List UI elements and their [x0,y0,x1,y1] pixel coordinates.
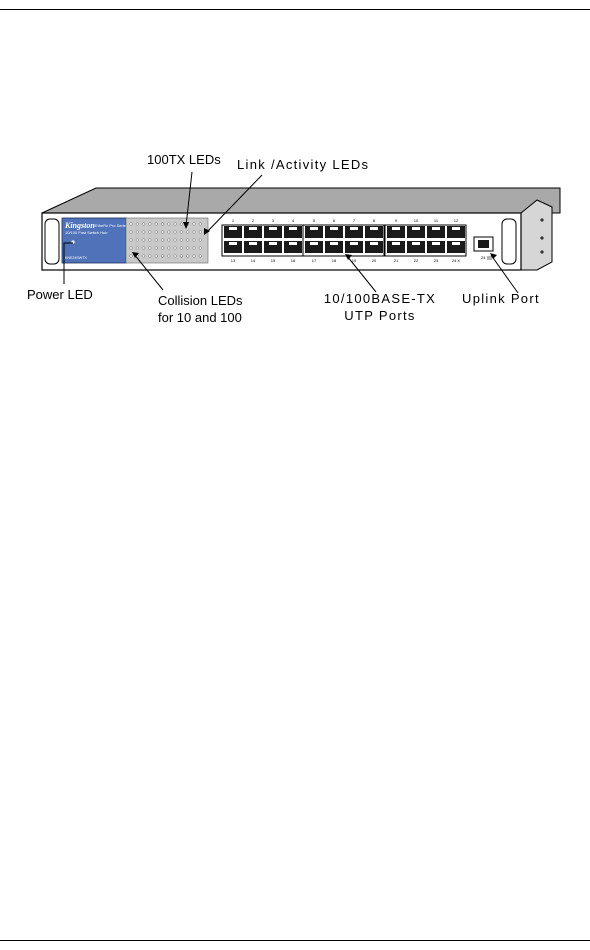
status-led [186,247,189,250]
status-led [174,231,177,234]
status-led [180,223,183,226]
status-led [155,247,158,250]
label-uplink-port: Uplink Port [462,291,540,307]
status-led [130,223,133,226]
status-led [136,247,139,250]
label-utp-ports-line1: 10/100BASE-TX [305,291,455,307]
port-number-bottom: 21 [394,258,399,263]
label-collision-leds-line2: for 10 and 100 [158,310,242,326]
port-number-bottom: 16 [291,258,296,263]
status-led [136,239,139,242]
chassis-top [42,188,560,213]
status-led [142,223,145,226]
model-number: KNE24SWTX [65,256,87,260]
port-number-bottom: 17 [312,258,317,263]
status-led [199,239,202,242]
status-led [193,247,196,250]
status-led [193,239,196,242]
label-link-activity-leds: Link /Activity LEDs [237,157,369,173]
status-led [149,231,152,234]
status-led [161,239,164,242]
status-led [155,231,158,234]
status-led [149,223,152,226]
port-number-bottom: 24 X [452,258,461,263]
status-led [174,247,177,250]
status-led [168,239,171,242]
status-led [193,255,196,258]
status-led [142,247,145,250]
port-number-bottom: 15 [271,258,276,263]
port-number-bottom: 20 [372,258,377,263]
status-led [161,223,164,226]
status-led [130,239,133,242]
port-number-bottom: 13 [231,258,236,263]
status-led [130,231,133,234]
status-led [155,223,158,226]
port-number-bottom: 18 [332,258,337,263]
status-led [136,231,139,234]
label-collision-leds-line1: Collision LEDs [158,293,243,309]
status-led [130,255,133,258]
status-led [130,247,133,250]
status-led [180,231,183,234]
status-led [155,255,158,258]
status-led [186,255,189,258]
status-led [149,239,152,242]
status-led [168,223,171,226]
status-led [174,255,177,258]
port-array: 113214315416517618719820921102211231224 … [222,218,466,263]
status-led [168,247,171,250]
status-led [174,239,177,242]
status-led [149,247,152,250]
label-power-led: Power LED [27,287,93,303]
label-utp-ports-line2: UTP Ports [305,308,455,324]
status-led [199,255,202,258]
port-number-bottom: 23 [434,258,439,263]
product-line: EtheRx Pro Series [95,223,128,228]
status-led [199,247,202,250]
status-led [180,247,183,250]
status-led [186,231,189,234]
status-led [180,239,183,242]
status-led [186,239,189,242]
brand-logo: Kingston [64,221,95,230]
status-led [161,231,164,234]
status-led [199,231,202,234]
status-led [161,247,164,250]
status-led [136,223,139,226]
right-rack-handle [502,219,516,264]
status-led [174,223,177,226]
model-caption: 10/100 Fast Switch Hub [65,230,108,235]
right-rack-ear [521,200,552,270]
uplink-port-number: 24 [481,255,486,260]
status-led [168,231,171,234]
status-led [199,223,202,226]
status-led [142,255,145,258]
status-led [161,255,164,258]
label-100tx-leds: 100TX LEDs [147,152,221,168]
status-led [142,231,145,234]
status-led [168,255,171,258]
status-led [193,231,196,234]
port-number-bottom: 22 [414,258,419,263]
port-number-bottom: 14 [251,258,256,263]
status-led [193,223,196,226]
status-led [149,255,152,258]
status-led [155,239,158,242]
left-rack-handle [45,219,59,264]
port-number-top: 10 [414,218,419,223]
status-led [142,239,145,242]
status-led [180,255,183,258]
port-number-top: 12 [454,218,459,223]
